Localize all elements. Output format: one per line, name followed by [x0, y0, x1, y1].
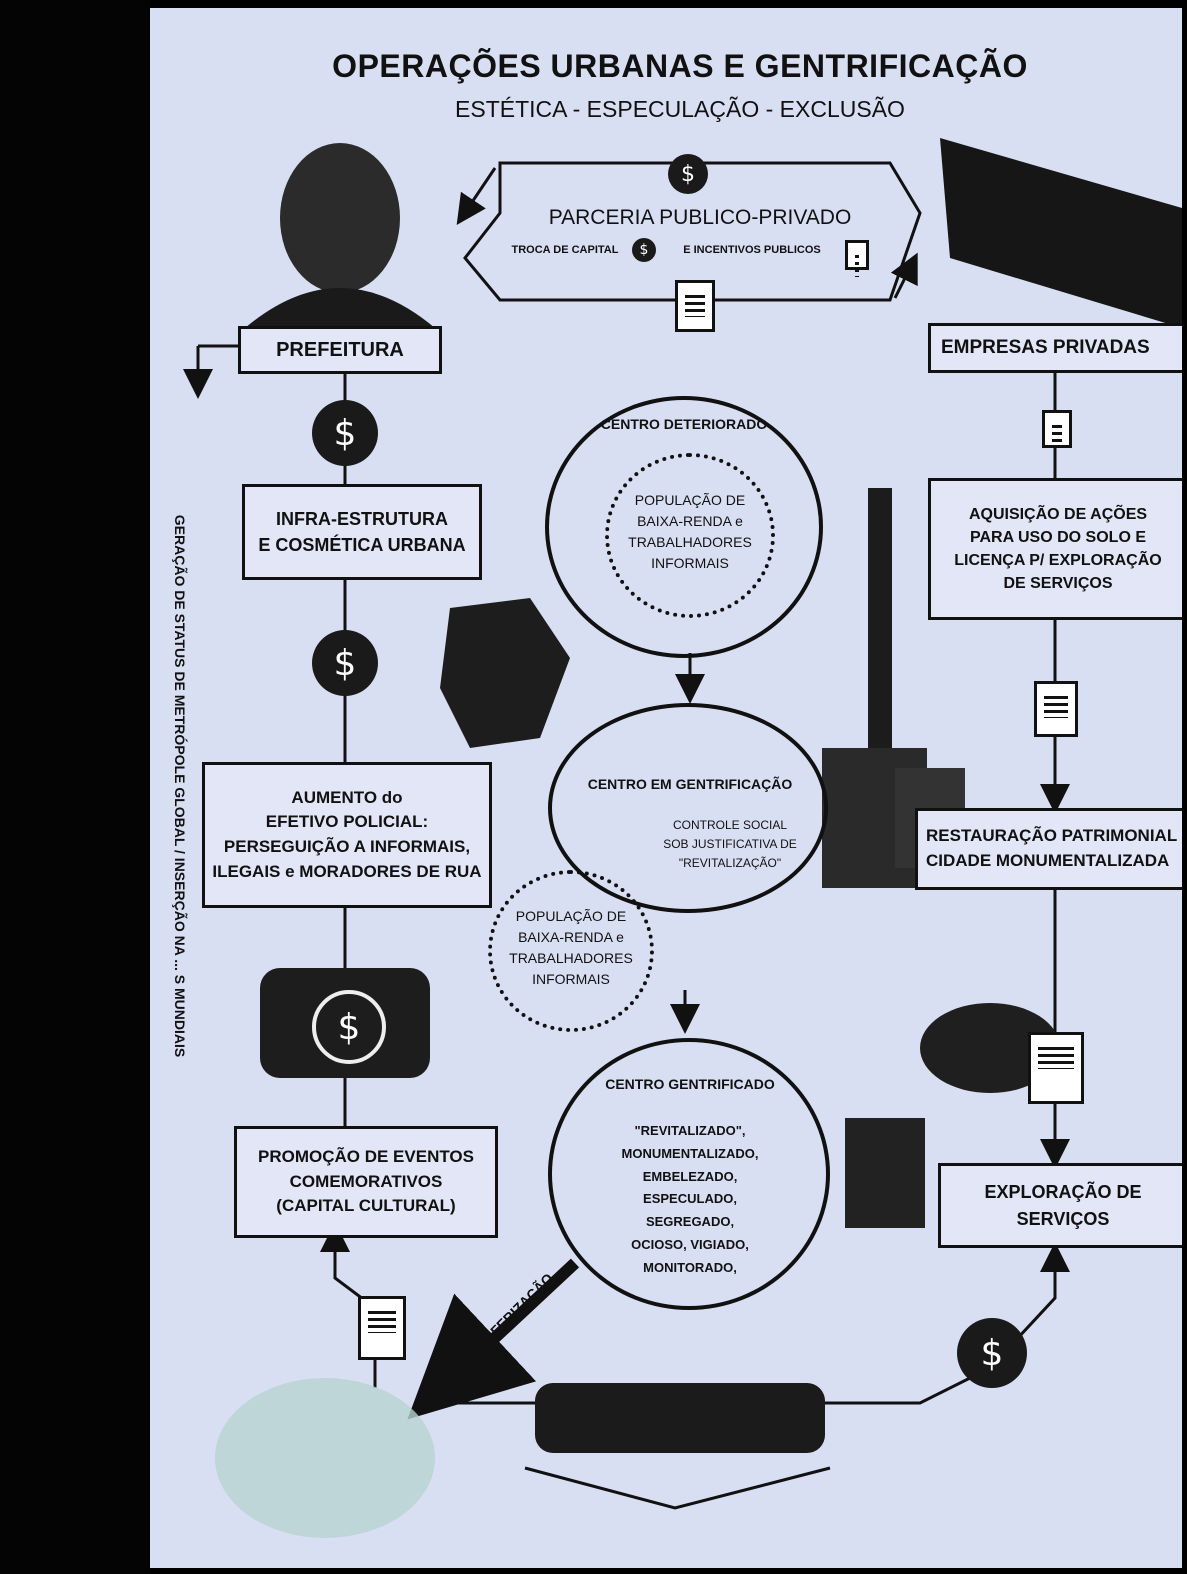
dollar-coin-icon: $ [957, 1318, 1027, 1388]
dollar-coin-icon: $ [312, 990, 386, 1064]
ppp-subtext-b: E INCENTIVOS PUBLICOS [683, 244, 821, 256]
document-icon [1034, 681, 1078, 737]
label-centro-em-gentrificacao: CENTRO EM GENTRIFICAÇÃO [587, 776, 793, 792]
circle-centro-deteriorado [545, 396, 823, 658]
small-dollar-icon: $ [632, 238, 656, 262]
dollar-coin-icon: $ [312, 400, 378, 466]
box-prefeitura: PREFEITURA [238, 326, 442, 374]
dotted-population-ring [605, 453, 775, 618]
box-empresas-privadas: EMPRESAS PRIVADAS [928, 323, 1182, 373]
box-restauracao: RESTAURAÇÃO PATRIMONIAL CIDADE MONUMENTA… [915, 808, 1182, 890]
label-populacao-2: POPULAÇÃO DE BAIXA-RENDA e TRABALHADORES… [509, 908, 633, 987]
document-icon [1028, 1032, 1084, 1104]
circle-centro-gentrificado [548, 1038, 830, 1310]
label-centro-gentrificado: CENTRO GENTRIFICADO [605, 1076, 775, 1092]
label-controle-social: CONTROLE SOCIAL SOB JUSTIFICATIVA DE "RE… [663, 818, 797, 871]
document-icon [675, 280, 715, 332]
document-icon [1042, 410, 1072, 448]
box-infraestrutura: INFRA-ESTRUTURA E COSMÉTICA URBANA [242, 484, 482, 580]
dollar-coin-icon: $ [312, 630, 378, 696]
box-policia: AUMENTO do EFETIVO POLICIAL: PERSEGUIÇÃO… [202, 762, 492, 908]
box-exploracao: EXPLORAÇÃO DE SERVIÇOS [938, 1163, 1182, 1248]
label-populacao-1: POPULAÇÃO DE BAIXA-RENDA e TRABALHADORES… [628, 492, 752, 571]
dark-background [0, 0, 150, 1574]
ppp-title: PARCERIA PUBLICO-PRIVADO [548, 206, 852, 229]
ppp-subtext-a: TROCA DE CAPITAL [511, 244, 619, 256]
dollar-coin-icon: $ [668, 154, 708, 194]
document-icon [358, 1296, 406, 1360]
box-eventos: PROMOÇÃO DE EVENTOS COMEMORATIVOS (CAPIT… [234, 1126, 498, 1238]
document-icon [845, 240, 869, 277]
vertical-side-text: GERAÇÃO DE STATUS DE METRÓPOLE GLOBAL / … [172, 514, 188, 1058]
circle-centro-em-gentrificacao [548, 703, 828, 913]
poster: OPERAÇÕES URBANAS E GENTRIFICAÇÃO ESTÉTI… [150, 8, 1182, 1568]
dotted-population-ring [488, 870, 654, 1032]
label-gentrificado-list: "REVITALIZADO", MONUMENTALIZADO, EMBELEZ… [621, 1123, 759, 1275]
box-aquisicao: AQUISIÇÃO DE AÇÕES PARA USO DO SOLO E LI… [928, 478, 1182, 620]
label-centro-deteriorado: CENTRO DETERIORADO [600, 416, 768, 432]
poster-subtitle: ESTÉTICA - ESPECULAÇÃO - EXCLUSÃO [455, 96, 905, 122]
poster-title: OPERAÇÕES URBANAS E GENTRIFICAÇÃO [332, 48, 1028, 84]
